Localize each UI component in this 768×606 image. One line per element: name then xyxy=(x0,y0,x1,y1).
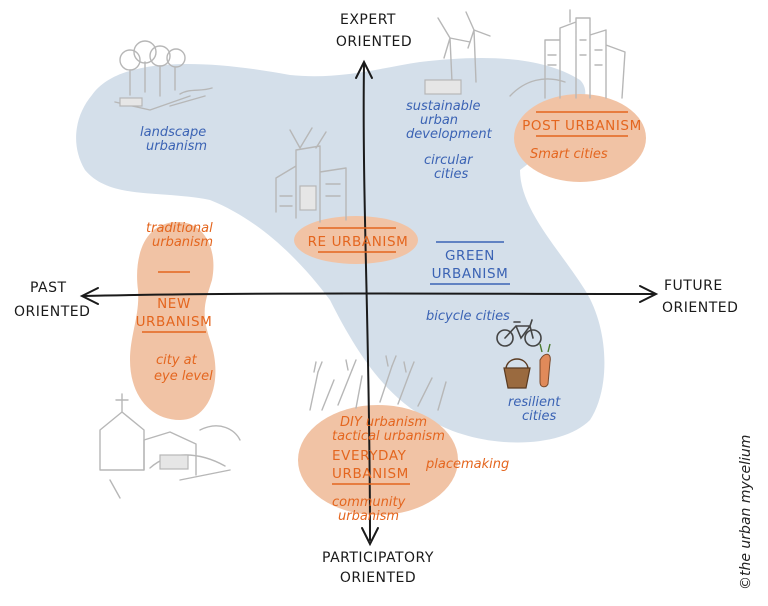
expert-label: EXPERT xyxy=(340,12,396,28)
future-label: FUTURE xyxy=(664,278,723,294)
post-urbanism-title: POST URBANISM xyxy=(522,118,642,134)
vertical-axis-top-arrow xyxy=(355,59,373,79)
vertical-axis xyxy=(362,63,371,541)
resilient-cities-label: cities xyxy=(522,409,556,424)
green-label: GREEN xyxy=(445,248,495,264)
expert-oriented-label: ORIENTED xyxy=(336,34,412,50)
smart-cities-label: Smart cities xyxy=(530,147,608,162)
sustainable-label: sustainable xyxy=(406,99,481,114)
wind-turbine-icon xyxy=(424,11,491,95)
placemaking-label: placemaking xyxy=(425,457,509,472)
new-urbanism-label: URBANISM xyxy=(136,314,213,330)
community-urbanism-label: urbanism xyxy=(338,509,399,524)
re-urbanism-title: RE URBANISM xyxy=(308,234,409,250)
horizontal-axis xyxy=(83,292,655,297)
landscape-urbanism-label: urbanism xyxy=(146,139,207,154)
community-label: community xyxy=(332,495,406,510)
bicycle-icon xyxy=(496,319,542,347)
urban-label: urban xyxy=(420,113,458,128)
diy-urbanism-label: DIY urbanism xyxy=(340,415,427,430)
everyday-label: EVERYDAY xyxy=(332,448,407,464)
building-block-icon xyxy=(275,127,347,223)
new-label: NEW xyxy=(157,296,191,312)
everyday-blob xyxy=(298,405,458,515)
traditional-urbanism-label: urbanism xyxy=(152,235,213,250)
traditional-label: traditional xyxy=(146,221,213,236)
participatory-label: PARTICIPATORY xyxy=(322,550,434,566)
vertical-axis-bottom-arrow xyxy=(361,527,379,547)
axes xyxy=(79,59,659,547)
landscape-label: landscape xyxy=(140,125,206,140)
resilient-label: resilient xyxy=(508,395,561,410)
green-urbanism-label: URBANISM xyxy=(432,266,509,282)
circular-label: circular xyxy=(424,153,474,168)
bicycle-cities-label: bicycle cities xyxy=(426,309,510,324)
skyscraper-icon xyxy=(509,9,626,99)
past-oriented-label: ORIENTED xyxy=(14,304,90,320)
basket-icon xyxy=(503,343,551,389)
horizontal-axis-right-arrow xyxy=(639,285,659,303)
raised-hands-icon xyxy=(309,355,447,411)
church-icon xyxy=(99,393,241,499)
development-label: development xyxy=(406,127,493,142)
credit-text: ©the urban mycelium xyxy=(738,435,754,590)
tactical-urbanism-label: tactical urbanism xyxy=(332,429,445,444)
tree-icon xyxy=(114,40,213,111)
city-at-label: city at xyxy=(156,353,198,368)
new-urbanism-blob xyxy=(130,222,216,420)
everyday-urbanism-label: URBANISM xyxy=(332,466,409,482)
eye-level-label: eye level xyxy=(154,369,213,384)
past-label: PAST xyxy=(30,280,67,296)
post-urbanism-blob xyxy=(514,94,646,182)
horizontal-axis-left-arrow xyxy=(79,287,99,305)
participatory-oriented-label: ORIENTED xyxy=(340,570,416,586)
circular-cities-label: cities xyxy=(434,167,468,182)
future-oriented-label: ORIENTED xyxy=(662,300,738,316)
